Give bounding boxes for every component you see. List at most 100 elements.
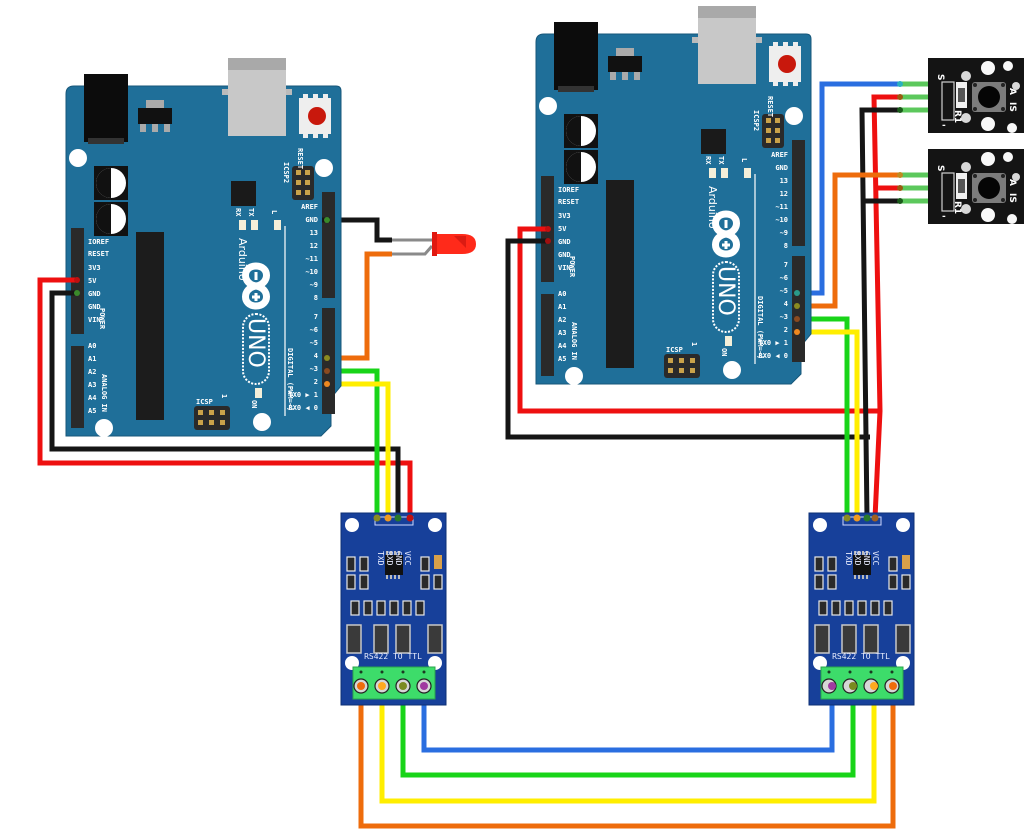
pin-label: A3 — [88, 381, 96, 389]
pin-label: RX0 ◀ 0 — [758, 352, 788, 360]
pin-label: ~10 — [305, 268, 318, 276]
tx-label: TX — [717, 156, 725, 165]
arduino-right: RESET ICSP2 RX TX L Arduino UNO ICSP 1 O… — [536, 6, 811, 385]
pin-label: 3V3 — [558, 212, 571, 220]
header-pin-rxd: RXD — [385, 551, 394, 566]
label-a: A — [1007, 88, 1017, 95]
pin-label: ~5 — [310, 339, 318, 347]
pin-label: ~6 — [310, 326, 318, 334]
pin-label: A1 — [88, 355, 96, 363]
label-minus: - — [942, 121, 946, 131]
pin-label: RX0 ◀ 0 — [288, 404, 318, 412]
pin-label: 7 — [784, 261, 788, 269]
digital-label: DIGITAL (PWM=~) — [286, 348, 294, 411]
button-lead-ends — [897, 81, 903, 204]
pin-label: GND — [558, 251, 571, 259]
pin-label: A4 — [558, 342, 566, 350]
rx-label: RX — [704, 156, 712, 165]
on-label: ON — [250, 400, 258, 408]
header-pin-rxd: RXD — [853, 551, 862, 566]
pin-label: A0 — [558, 290, 566, 298]
pin-label: IOREF — [88, 238, 109, 246]
pin-label: AREF — [771, 151, 788, 159]
pin-label: 2 — [314, 378, 318, 386]
wire-right-d2-rxd — [797, 329, 860, 518]
analog-label: ANALOG IN — [100, 374, 108, 412]
pin-label: 7 — [314, 313, 318, 321]
label-s: S — [935, 165, 945, 171]
pin-label: 13 — [780, 177, 788, 185]
analog-label: ANALOG IN — [570, 322, 578, 360]
icsp2-label: ICSP2 — [282, 162, 290, 183]
pin-label: ~9 — [780, 229, 788, 237]
pin-label: 13 — [310, 229, 318, 237]
l-label: L — [270, 210, 278, 214]
digital-label: DIGITAL (PWM=~) — [756, 296, 764, 359]
pin-label: ~11 — [775, 203, 788, 211]
wire-left-gnd-led — [327, 217, 392, 243]
wire-left-d3-txd — [327, 368, 380, 518]
pin-label: A2 — [558, 316, 566, 324]
icsp-pin1-label: 1 — [690, 342, 698, 346]
pin-label: GND — [775, 164, 788, 172]
pin-label: VIN — [558, 264, 571, 272]
pin-label: GND — [88, 303, 101, 311]
wire-right-d3-txd — [797, 316, 850, 518]
tx-label: TX — [247, 208, 255, 217]
icsp2-label: ICSP2 — [752, 110, 760, 131]
pin-label: GND — [305, 216, 318, 224]
pin-label: A5 — [558, 355, 566, 363]
pin-label: ~9 — [310, 281, 318, 289]
pin-label: VIN — [88, 316, 101, 324]
label-minus: - — [942, 212, 946, 222]
pin-label: A4 — [88, 394, 96, 402]
pin-label: ~5 — [780, 287, 788, 295]
label-a: A — [1007, 179, 1017, 186]
pin-label: GND — [558, 238, 571, 246]
wire-right-d4-button2 — [797, 172, 898, 309]
power-label: POWER — [568, 256, 576, 278]
terminal-wire-ends — [357, 682, 897, 690]
wire-link-orange — [358, 685, 896, 829]
pin-label: 8 — [314, 294, 318, 302]
pin-label: TX0 ▶ 1 — [288, 391, 318, 399]
on-label: ON — [720, 348, 728, 356]
pin-label: AREF — [301, 203, 318, 211]
label-r1: R1 — [952, 110, 962, 123]
brand-label: Arduino — [236, 238, 249, 281]
pin-label: ~11 — [305, 255, 318, 263]
header-pin-txd: TXD — [844, 551, 853, 566]
led — [432, 232, 476, 256]
pin-label: 4 — [314, 352, 318, 360]
pin-label: ~3 — [310, 365, 318, 373]
pin-label: 3V3 — [88, 264, 101, 272]
pin-label: A2 — [88, 368, 96, 376]
pin-label: IOREF — [558, 186, 579, 194]
pin-label: ~3 — [780, 313, 788, 321]
pin-label: A0 — [88, 342, 96, 350]
icsp-pin1-label: 1 — [220, 394, 228, 398]
header-pin-gnd: GND — [862, 551, 871, 566]
pin-label: A3 — [558, 329, 566, 337]
label-is: IS — [1007, 193, 1017, 203]
rs422-module-right: TXD RXD GND VCC RS422 TO TTL — [808, 512, 915, 706]
module-title: RS422 TO TTL — [832, 652, 890, 661]
reset-label: RESET — [766, 96, 774, 117]
model-label: UNO — [713, 266, 738, 316]
button-module-1: S - R1 A IS — [927, 57, 1024, 134]
header-pin-vcc: VCC — [871, 551, 880, 566]
pin-label: 5V — [558, 225, 567, 233]
pin-label: GND — [88, 290, 101, 298]
label-r1: R1 — [952, 201, 962, 214]
pin-label: A5 — [88, 407, 96, 415]
reset-label: RESET — [296, 148, 304, 169]
icsp-label: ICSP — [196, 398, 213, 406]
button-module-2: S - R1 A IS — [927, 148, 1024, 225]
pin-label: ~10 — [775, 216, 788, 224]
wire-link-yellow — [379, 685, 877, 804]
pin-label: 5V — [88, 277, 97, 285]
header-pin-vcc: VCC — [403, 551, 412, 566]
header-pin-gnd: GND — [394, 551, 403, 566]
wire-link-blue — [421, 685, 835, 753]
